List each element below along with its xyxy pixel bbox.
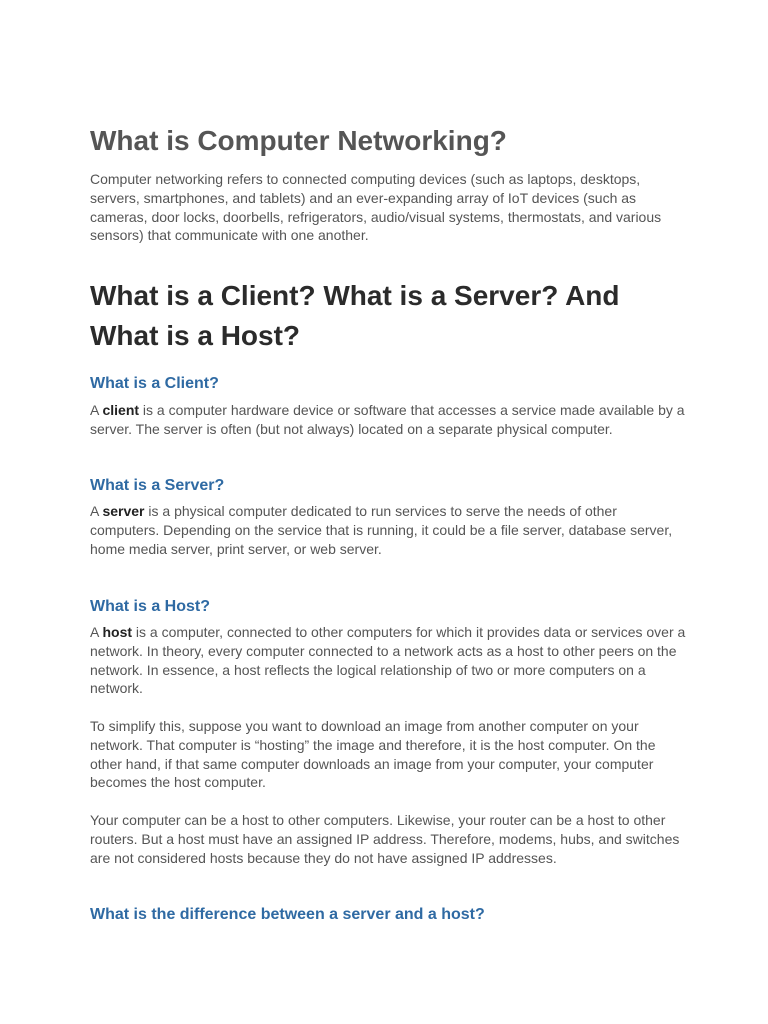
section-title: What is a Client? What is a Server? And … (90, 280, 620, 351)
server-lead: A (90, 503, 103, 519)
host-term: host (102, 624, 133, 640)
difference-heading: What is the difference between a server … (90, 906, 485, 923)
client-paragraph: A client is a computer hardware device o… (90, 401, 690, 439)
host-paragraph-3: Your computer can be a host to other com… (90, 812, 680, 866)
host-lead: A (90, 624, 103, 640)
host-paragraph-2: To simplify this, suppose you want to do… (90, 718, 656, 791)
client-term: client (102, 402, 140, 418)
host-rest: is a computer, connected to other comput… (90, 624, 686, 697)
server-heading: What is a Server? (90, 477, 225, 494)
client-lead: A (90, 402, 103, 418)
host-heading: What is a Host? (90, 598, 211, 615)
server-rest: is a physical computer dedicated to run … (90, 503, 673, 557)
client-heading: What is a Client? (90, 375, 219, 392)
server-paragraph: A server is a physical computer dedicate… (90, 502, 690, 558)
intro-paragraph: Computer networking refers to connected … (90, 171, 662, 244)
server-term: server (102, 503, 145, 519)
client-rest: is a computer hardware device or softwar… (90, 402, 685, 437)
host-paragraph: A host is a computer, connected to other… (90, 623, 690, 698)
page-title: What is Computer Networking? (90, 125, 507, 156)
